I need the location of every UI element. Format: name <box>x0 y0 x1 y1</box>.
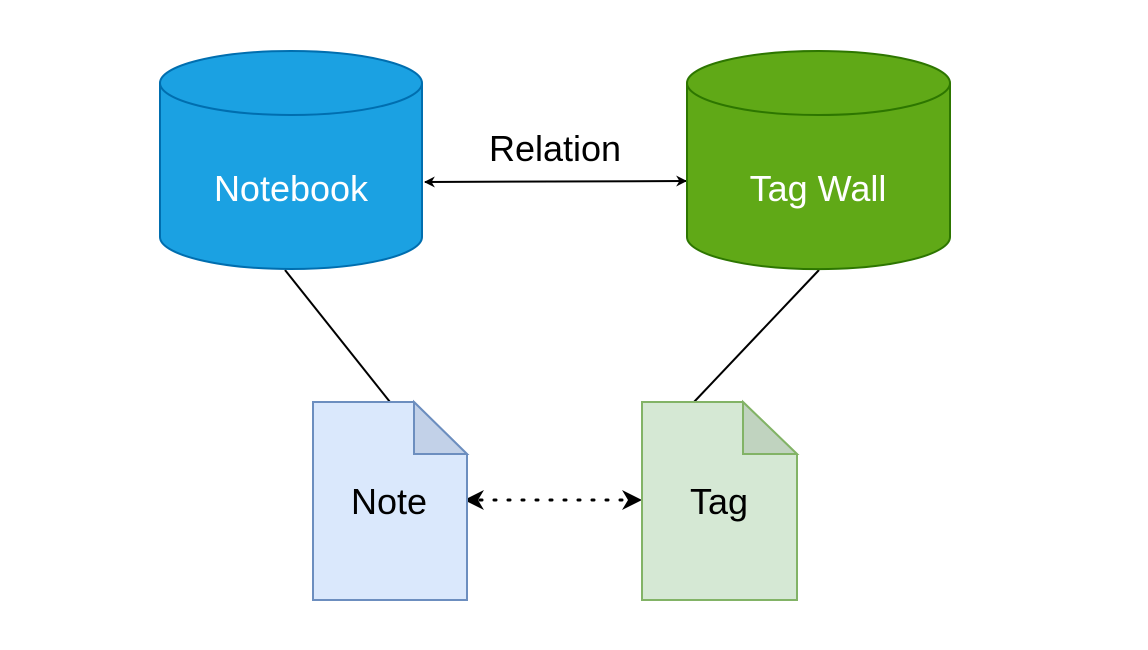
tag-wall-cylinder-top <box>686 50 951 116</box>
notebook-note-connector <box>284 269 391 403</box>
relation-arrow[interactable] <box>423 175 688 188</box>
note-document-node[interactable]: Note <box>312 399 470 601</box>
tag-document-node[interactable]: Tag <box>641 399 800 601</box>
note-document-fold <box>413 399 470 455</box>
tagwall-tag-connector <box>693 269 820 403</box>
tag-wall-cylinder-body <box>686 83 951 271</box>
tag-wall-database-node[interactable]: Tag Wall <box>686 50 951 271</box>
notebook-label: Notebook <box>214 168 369 209</box>
notebook-cylinder-top <box>159 50 423 116</box>
tag-document-fold <box>742 399 800 455</box>
notebook-cylinder-body <box>159 83 423 270</box>
notebook-database-node[interactable]: Notebook <box>159 50 423 270</box>
tag-label: Tag <box>690 481 748 522</box>
relation-label: Relation <box>489 128 621 169</box>
tag-wall-label: Tag Wall <box>750 168 887 209</box>
note-label: Note <box>351 481 427 522</box>
